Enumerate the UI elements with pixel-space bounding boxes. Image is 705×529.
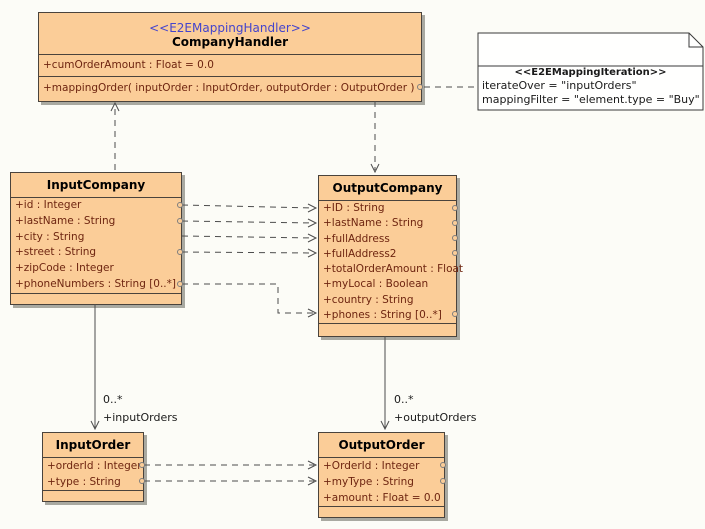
class-input-company[interactable]: InputCompany +id : Integer +lastName : S… [10, 172, 182, 305]
class-stereotype: <<E2EMappingHandler>> [149, 20, 311, 35]
note-stereotype: <<E2EMappingIteration>> [514, 67, 667, 78]
class-input-order[interactable]: InputOrder +orderId : Integer +type : St… [42, 432, 144, 502]
attribute: +cumOrderAmount : Float = 0.0 [43, 59, 214, 71]
attribute: +orderId : Integer [47, 460, 142, 472]
attribute: +phoneNumbers : String [0..*] [15, 277, 176, 290]
attributes-compartment: +ID : String +lastName : String +fullAdd… [319, 200, 464, 323]
class-company-handler[interactable]: <<E2EMappingHandler>> CompanyHandler +cu… [38, 12, 422, 102]
note-line: mappingFilter = "element.type = "Buy" [482, 93, 700, 106]
attribute: +fullAddress [323, 232, 390, 245]
attribute: +phones : String [0..*] [323, 308, 442, 321]
note-e2e-mapping-iteration[interactable]: <<E2EMappingIteration>> iterateOver = "i… [478, 33, 703, 110]
attributes-compartment: +OrderId : Integer +myType : String +amo… [319, 457, 444, 506]
attribute: +zipCode : Integer [15, 262, 114, 275]
multiplicity-label-input-orders: 0..* [103, 393, 123, 406]
role-label-output-orders: +outputOrders [394, 411, 477, 424]
attribute: +lastName : String [15, 214, 116, 227]
attribute: +country : String [323, 293, 414, 306]
attribute: +city : String [15, 230, 85, 243]
attribute: +street : String [15, 246, 97, 259]
attribute: +myType : String [323, 476, 414, 488]
attribute: +id : Integer [15, 199, 82, 211]
attribute: +lastName : String [323, 217, 424, 230]
multiplicity-label-output-orders: 0..* [394, 393, 414, 406]
attribute: +type : String [47, 476, 121, 488]
attribute: +totalOrderAmount : Float [323, 263, 464, 275]
class-name: InputOrder [55, 438, 131, 452]
attributes-compartment: +cumOrderAmount : Float = 0.0 [39, 54, 421, 76]
class-name: CompanyHandler [171, 34, 289, 49]
attributes-compartment: +orderId : Integer +type : String [43, 457, 143, 490]
attributes-compartment: +id : Integer +lastName : String +city :… [11, 197, 181, 293]
attribute: +OrderId : Integer [323, 460, 420, 472]
operations-compartment: +mappingOrder( inputOrder : InputOrder, … [39, 76, 421, 101]
class-output-order[interactable]: OutputOrder +OrderId : Integer +myType :… [318, 432, 445, 518]
class-name: OutputCompany [332, 181, 443, 195]
note-line: iterateOver = "inputOrders" [482, 79, 637, 92]
class-output-company[interactable]: OutputCompany +ID : String +lastName : S… [318, 175, 464, 337]
class-name: InputCompany [46, 178, 146, 192]
operations-compartment [11, 292, 181, 304]
attribute: +myLocal : Boolean [323, 278, 429, 291]
attribute: +ID : String [323, 202, 385, 214]
attribute: +amount : Float = 0.0 [323, 492, 441, 504]
attribute: +fullAddress2 [323, 247, 397, 260]
operations-compartment [43, 490, 143, 501]
operation: +mappingOrder( inputOrder : InputOrder, … [43, 82, 415, 94]
role-label-input-orders: +inputOrders [103, 411, 178, 424]
class-name: OutputOrder [338, 438, 425, 452]
operations-compartment [319, 323, 456, 336]
class-company-handler-header: <<E2EMappingHandler>> CompanyHandler [39, 13, 421, 54]
operations-compartment [319, 506, 444, 517]
